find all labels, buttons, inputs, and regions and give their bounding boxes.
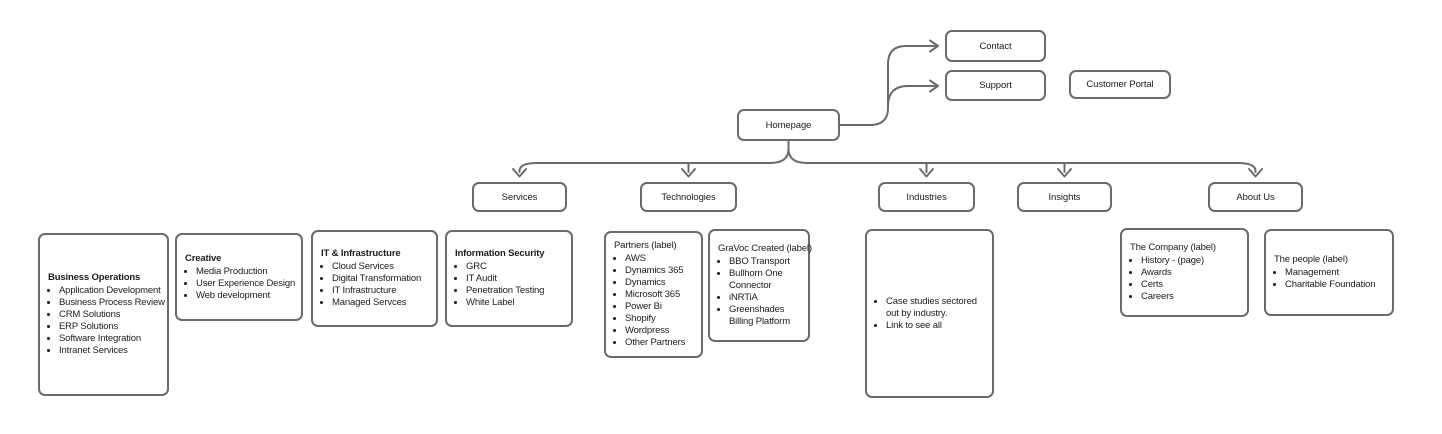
card-title: IT & Infrastructure <box>321 248 401 259</box>
node-label: Homepage <box>765 119 812 131</box>
card-the-company[interactable]: The Company (label) History - (page)Awar… <box>1120 228 1249 317</box>
card-item-list: Media ProductionUser Experience DesignWe… <box>185 266 299 302</box>
list-item: Greenshades Billing Platform <box>729 304 806 328</box>
card-item-list: Application DevelopmentBusiness Process … <box>48 285 165 357</box>
list-item: Link to see all <box>886 320 990 332</box>
node-label: Technologies <box>661 191 716 203</box>
arrow-right-icon <box>929 39 939 53</box>
list-item: Dynamics 365 <box>625 265 699 277</box>
list-item: Business Process Review <box>59 297 165 309</box>
card-item-list: AWSDynamics 365DynamicsMicrosoft 365Powe… <box>614 253 699 349</box>
card-title: Partners (label) <box>614 240 677 251</box>
card-item-list: Case studies sectored out by industry.Li… <box>875 296 990 332</box>
node-label: Industries <box>906 191 947 203</box>
edge-homepage-services <box>518 140 790 173</box>
edge-homepage-aboutus <box>787 140 1257 173</box>
list-item: Digital Transformation <box>332 273 434 285</box>
card-business-operations[interactable]: Business Operations Application Developm… <box>38 233 169 396</box>
card-partners[interactable]: Partners (label) AWSDynamics 365Dynamics… <box>604 231 703 358</box>
list-item: Dynamics <box>625 277 699 289</box>
list-item: Managed Servces <box>332 297 434 309</box>
card-item-list: ManagementCharitable Foundation <box>1274 267 1390 291</box>
list-item: CRM Solutions <box>59 309 165 321</box>
node-label: Insights <box>1048 191 1081 203</box>
card-it-infrastructure[interactable]: IT & Infrastructure Cloud ServicesDigita… <box>311 230 438 327</box>
card-title: Creative <box>185 252 222 264</box>
card-title: Information Security <box>455 248 545 259</box>
card-title: Business Operations <box>48 272 141 283</box>
node-label: Customer Portal <box>1086 79 1154 90</box>
card-the-people[interactable]: The people (label) ManagementCharitable … <box>1264 229 1394 316</box>
card-title: GraVoc Created (label) <box>718 243 812 254</box>
list-item: Penetration Testing <box>466 285 569 297</box>
list-item: Bullhorn One Connector <box>729 268 806 292</box>
list-item: Case studies sectored out by industry. <box>886 296 990 320</box>
arrow-down-icon <box>1248 168 1263 178</box>
list-item: Certs <box>1141 279 1245 291</box>
list-item: Intranet Services <box>59 345 165 357</box>
card-industries-notes[interactable]: Case studies sectored out by industry.Li… <box>865 229 994 398</box>
list-item: Software Integration <box>59 333 165 345</box>
card-title: The people (label) <box>1274 254 1348 265</box>
node-label: Support <box>979 80 1012 91</box>
edge-homepage-contact <box>839 45 937 126</box>
list-item: User Experience Design <box>196 278 299 290</box>
list-item: Cloud Services <box>332 261 434 273</box>
arrow-right-icon <box>929 79 939 93</box>
list-item: iNRTiA <box>729 292 806 304</box>
node-label: About Us <box>1236 191 1275 203</box>
card-item-list: BBO TransportBullhorn One ConnectoriNRTi… <box>718 256 806 328</box>
list-item: Media Production <box>196 266 299 278</box>
card-item-list: GRCIT AuditPenetration TestingWhite Labe… <box>455 261 569 309</box>
node-homepage[interactable]: Homepage <box>737 109 840 141</box>
list-item: Microsoft 365 <box>625 289 699 301</box>
list-item: White Label <box>466 297 569 309</box>
list-item: ERP Solutions <box>59 321 165 333</box>
node-customer-portal[interactable]: Customer Portal <box>1069 70 1171 99</box>
node-support[interactable]: Support <box>945 70 1046 101</box>
card-information-security[interactable]: Information Security GRCIT AuditPenetrat… <box>445 230 573 327</box>
list-item: GRC <box>466 261 569 273</box>
card-gravoc-created[interactable]: GraVoc Created (label) BBO TransportBull… <box>708 229 812 342</box>
list-item: Awards <box>1141 267 1245 279</box>
list-item: IT Audit <box>466 273 569 285</box>
arrow-down-icon <box>512 168 527 178</box>
list-item: Shopify <box>625 313 699 325</box>
card-creative[interactable]: Creative Media ProductionUser Experience… <box>175 233 303 321</box>
node-technologies[interactable]: Technologies <box>640 182 737 212</box>
node-about-us[interactable]: About Us <box>1208 182 1303 212</box>
list-item: IT Infrastructure <box>332 285 434 297</box>
list-item: Power Bi <box>625 301 699 313</box>
node-industries[interactable]: Industries <box>878 182 975 212</box>
list-item: Charitable Foundation <box>1285 279 1390 291</box>
list-item: History - (page) <box>1141 255 1245 267</box>
list-item: Other Partners <box>625 337 699 349</box>
node-contact[interactable]: Contact <box>945 30 1046 62</box>
list-item: AWS <box>625 253 699 265</box>
list-item: Wordpress <box>625 325 699 337</box>
node-insights[interactable]: Insights <box>1017 182 1112 212</box>
arrow-down-icon <box>919 168 934 178</box>
list-item: Management <box>1285 267 1390 279</box>
arrow-down-icon <box>1057 168 1072 178</box>
list-item: Careers <box>1141 291 1245 303</box>
card-item-list: Cloud ServicesDigital TransformationIT I… <box>321 261 434 309</box>
list-item: BBO Transport <box>729 256 806 268</box>
card-title: The Company (label) <box>1130 242 1216 253</box>
node-label: Contact <box>979 40 1012 52</box>
list-item: Application Development <box>59 285 165 297</box>
card-item-list: History - (page)AwardsCertsCareers <box>1130 255 1245 303</box>
list-item: Web development <box>196 290 299 302</box>
node-services[interactable]: Services <box>472 182 567 212</box>
node-label: Services <box>501 191 538 203</box>
arrow-down-icon <box>681 168 696 178</box>
edge-homepage-support <box>887 85 937 107</box>
